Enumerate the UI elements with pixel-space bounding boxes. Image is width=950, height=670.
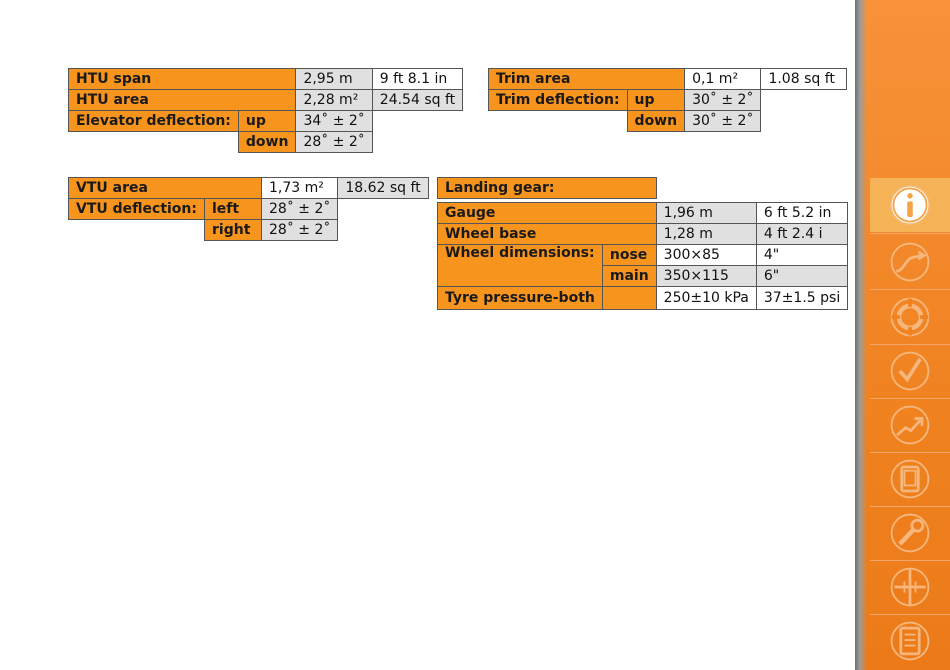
sidebar-item-dimensions[interactable] [870, 560, 950, 614]
vtu-area-label: VTU area [68, 177, 262, 199]
main-label: main [601, 265, 657, 287]
elevator-down-value: 28˚ ± 2˚ [295, 131, 373, 153]
ruler-icon [890, 567, 930, 607]
gauge-m: 1,96 m [655, 202, 757, 224]
vtu-area-m: 1,73 m² [260, 177, 339, 199]
vtu-table: VTU area 1,73 m² 18.62 sq ft VTU deflect… [68, 177, 429, 241]
wheel-base-label: Wheel base [437, 223, 657, 245]
landing-gear-table: Landing gear: Gauge 1,96 m 6 ft 5.2 in W… [437, 177, 849, 310]
htu-area-ft: 24.54 sq ft [371, 89, 464, 111]
wrench-icon [890, 513, 930, 553]
sidebar-shadow [855, 0, 867, 670]
wheel-dimensions-label: Wheel dimensions: [437, 244, 603, 287]
sidebar-item-manual[interactable] [870, 452, 950, 506]
checklist-icon [890, 621, 930, 661]
htu-span-ft: 9 ft 8.1 in [371, 68, 464, 90]
checkmark-icon [890, 351, 930, 391]
tyre-pressure-kpa: 250±10 kPa [655, 286, 757, 310]
htu-area-m: 2,28 m² [295, 89, 373, 111]
sidebar-item-climb[interactable] [870, 398, 950, 452]
sidebar-item-flight[interactable] [870, 235, 950, 289]
vtu-right-label: right [204, 219, 262, 241]
trim-up-value: 30˚ ± 2˚ [684, 89, 762, 111]
wheel-base-m: 1,28 m [655, 223, 757, 245]
gauge-ft: 6 ft 5.2 in [755, 202, 849, 224]
vtu-left-value: 28˚ ± 2˚ [260, 198, 339, 220]
elevator-up-value: 34˚ ± 2˚ [295, 110, 373, 132]
gauge-label: Gauge [437, 202, 657, 224]
flight-icon [890, 242, 930, 282]
trim-down-label: down [626, 110, 686, 132]
elevator-up-label: up [237, 110, 297, 132]
htu-span-label: HTU span [67, 68, 297, 90]
trim-up-label: up [626, 89, 686, 111]
elevator-down-label: down [237, 131, 297, 153]
nose-dim-in: 4" [755, 244, 849, 266]
vtu-left-label: left [204, 198, 262, 220]
tyre-pressure-label: Tyre pressure-both [437, 286, 603, 310]
sidebar-item-info[interactable] [870, 178, 950, 232]
trim-table: Trim area 0,1 m² 1.08 sq ft Trim deflect… [487, 68, 848, 132]
sidebar-item-maintenance[interactable] [870, 506, 950, 560]
htu-table: HTU span 2,95 m 9 ft 8.1 in HTU area 2,2… [67, 68, 464, 153]
sidebar-item-target[interactable] [870, 290, 950, 344]
wheel-base-ft: 4 ft 2.4 i [755, 223, 849, 245]
tyre-pressure-psi: 37±1.5 psi [755, 286, 849, 310]
sidebar-item-checklist-list[interactable] [870, 614, 950, 668]
trim-area-m: 0,1 m² [684, 68, 762, 90]
nose-label: nose [601, 244, 657, 266]
landing-gear-title: Landing gear: [437, 177, 657, 199]
htu-span-m: 2,95 m [295, 68, 373, 90]
manual-icon [890, 459, 930, 499]
htu-area-label: HTU area [67, 89, 297, 111]
info-icon [889, 184, 931, 226]
trim-area-ft: 1.08 sq ft [760, 68, 848, 90]
main-dim-mm: 350×115 [655, 265, 757, 287]
vtu-right-value: 28˚ ± 2˚ [260, 219, 339, 241]
vtu-area-ft: 18.62 sq ft [337, 177, 429, 199]
trim-down-value: 30˚ ± 2˚ [684, 110, 762, 132]
main-dim-in: 6" [755, 265, 849, 287]
target-icon [890, 297, 930, 337]
trim-deflection-label: Trim deflection: [488, 89, 628, 111]
vtu-deflection-label: VTU deflection: [68, 198, 205, 220]
sidebar-item-checklist[interactable] [870, 344, 950, 398]
sidebar [855, 0, 950, 670]
climb-icon [890, 405, 930, 445]
elevator-deflection-label: Elevator deflection: [68, 110, 239, 132]
nose-dim-mm: 300×85 [655, 244, 757, 266]
trim-area-label: Trim area [487, 68, 686, 90]
